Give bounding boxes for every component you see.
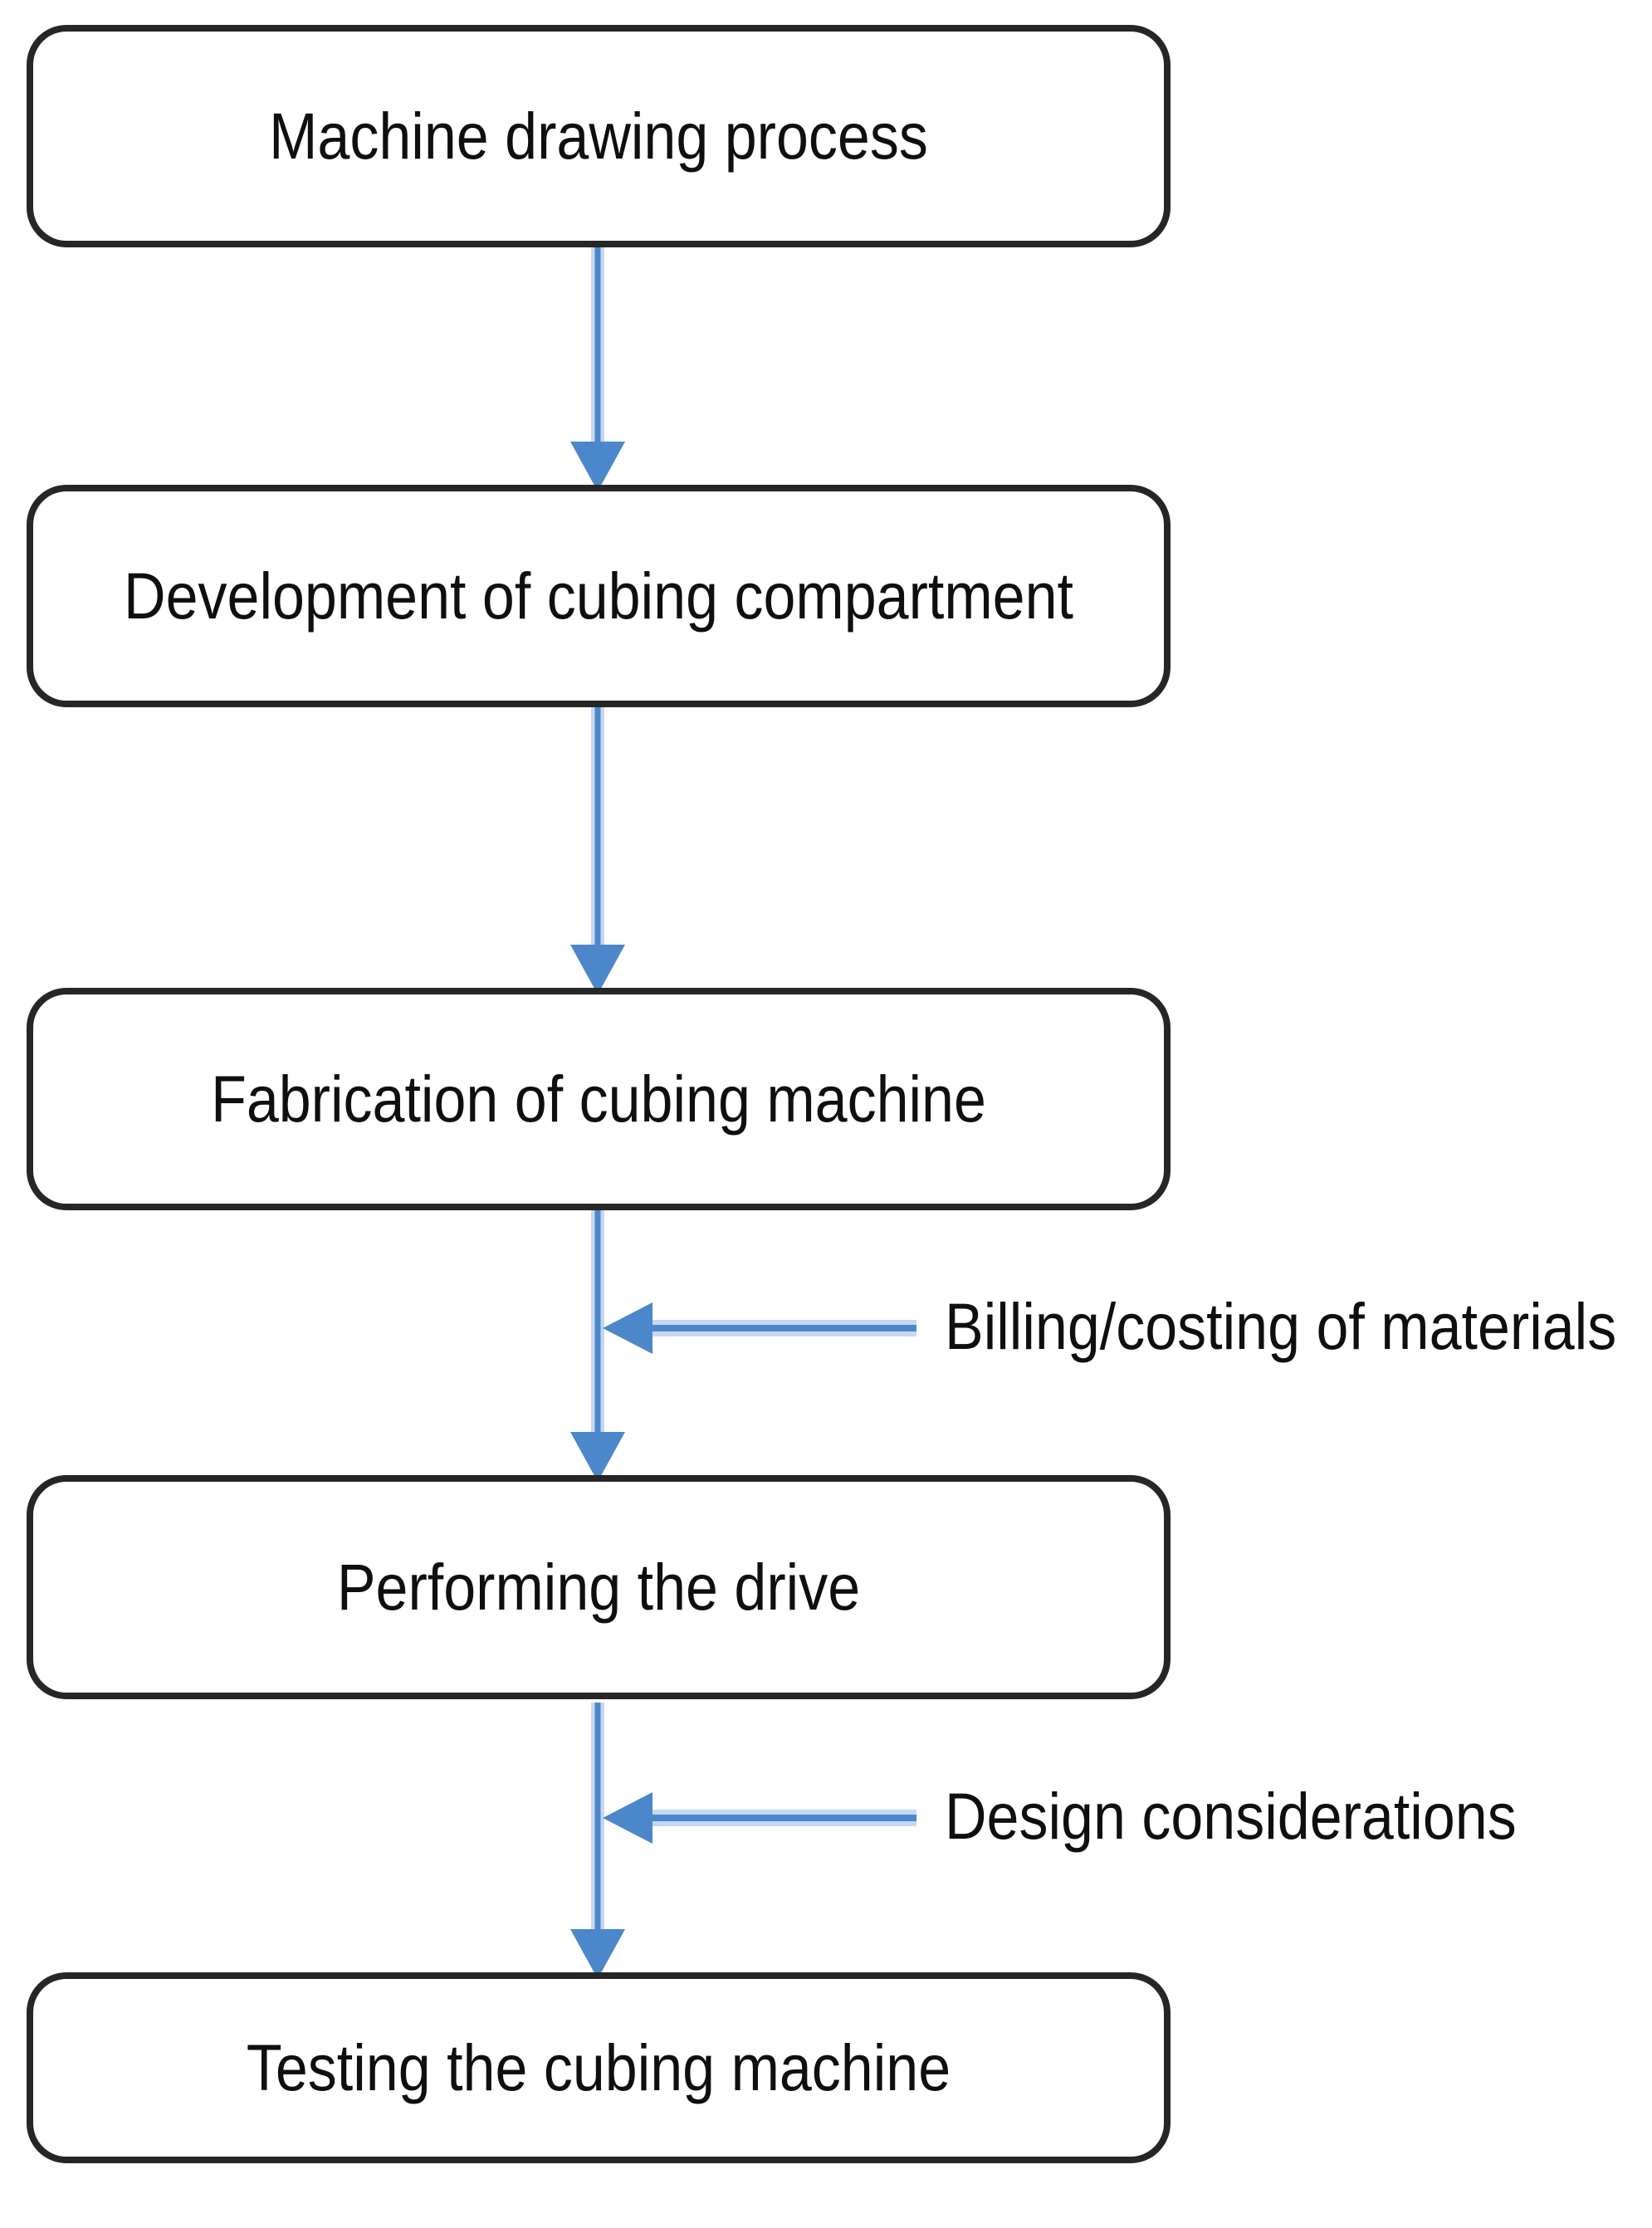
node-label: Machine drawing process xyxy=(269,99,928,173)
node-development-of-cubing-compartment: Development of cubing compartment xyxy=(27,485,1171,707)
node-label: Development of cubing compartment xyxy=(124,559,1073,633)
node-label: Performing the drive xyxy=(336,1550,861,1624)
node-performing-the-drive: Performing the drive xyxy=(27,1475,1171,1699)
side-input-label-design-considerations: Design considerations xyxy=(945,1780,1517,1853)
node-fabrication-of-cubing-machine: Fabrication of cubing machine xyxy=(27,988,1171,1210)
edge-3-arrowhead-down-icon xyxy=(570,1432,625,1482)
node-label: Testing the cubing machine xyxy=(246,2030,951,2104)
edge-2-arrowhead-down-icon xyxy=(570,945,625,994)
node-machine-drawing-process: Machine drawing process xyxy=(27,25,1171,247)
node-testing-the-cubing-machine: Testing the cubing machine xyxy=(27,1972,1171,2163)
edge-4-arrowhead-down-icon xyxy=(570,1929,625,1979)
side-input-label-billing-costing: Billing/costing of materials xyxy=(945,1290,1617,1363)
side-input-1-arrowhead-left-icon xyxy=(603,1302,652,1354)
side-input-2-arrowhead-left-icon xyxy=(603,1792,652,1844)
edge-1-arrowhead-down-icon xyxy=(570,442,625,491)
node-label: Fabrication of cubing machine xyxy=(211,1062,986,1136)
